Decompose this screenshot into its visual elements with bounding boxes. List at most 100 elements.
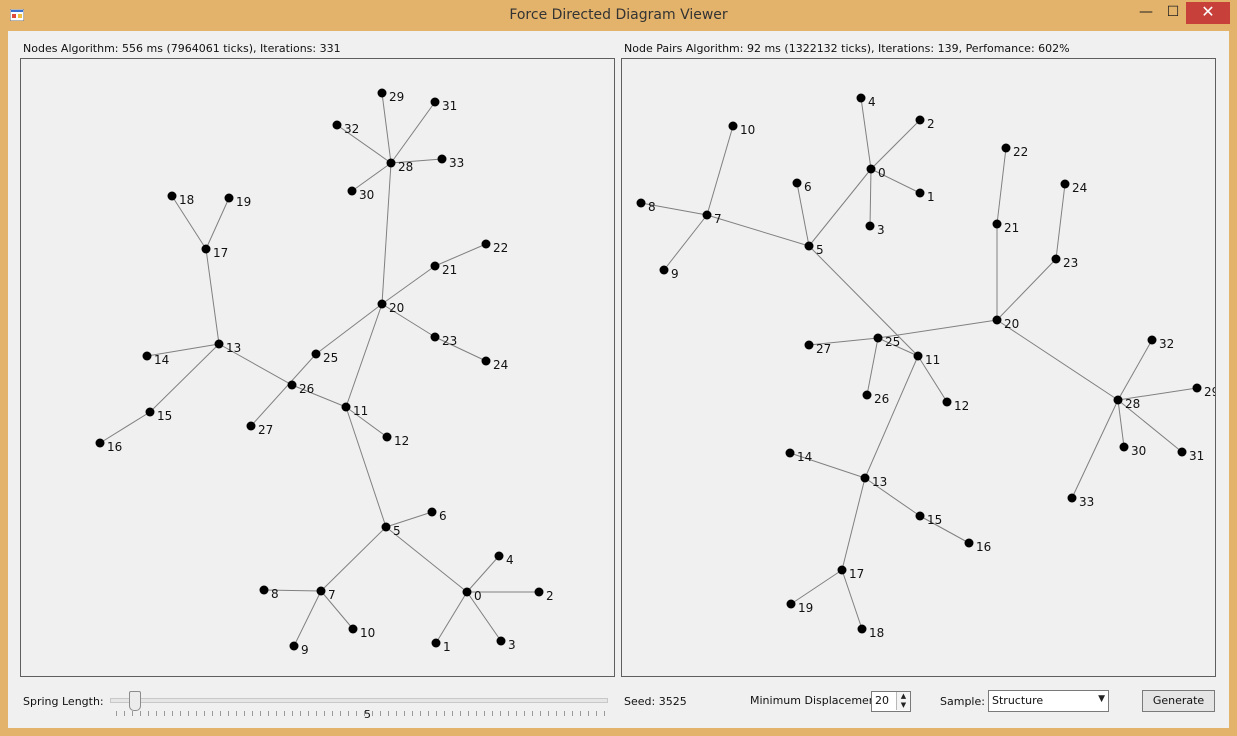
right-node-10: [728, 121, 738, 131]
right-edge-5-6: [796, 182, 810, 247]
close-button[interactable]: ✕: [1186, 2, 1230, 24]
right-node-16: [964, 538, 974, 548]
left-node-label-20: 20: [389, 301, 404, 315]
right-node-11: [913, 351, 923, 361]
min-displacement-stepper[interactable]: 20 ▲ ▼: [871, 691, 911, 712]
left-node-label-13: 13: [226, 341, 241, 355]
right-node-21: [992, 219, 1002, 229]
left-node-3: [496, 636, 506, 646]
sample-select[interactable]: Structure ▼: [988, 690, 1109, 712]
left-node-12: [382, 432, 392, 442]
left-node-21: [430, 261, 440, 271]
right-node-label-25: 25: [885, 335, 900, 349]
left-edge-7-8: [263, 589, 322, 592]
right-edge-25-27: [808, 337, 879, 346]
right-graph-canvas: 4210220624187213523920252711322926281230…: [636, 93, 1215, 640]
title-bar[interactable]: Force Directed Diagram Viewer — ☐ ✕: [0, 0, 1237, 31]
right-edge-21-22: [996, 147, 1007, 225]
left-edge-5-7: [320, 526, 387, 592]
left-node-label-19: 19: [236, 195, 251, 209]
right-node-label-8: 8: [648, 200, 656, 214]
right-node-label-1: 1: [927, 190, 935, 204]
right-edge-11-12: [917, 355, 948, 403]
chevron-down-icon[interactable]: ▼: [1098, 694, 1105, 704]
right-node-label-22: 22: [1013, 145, 1028, 159]
left-edge-0-1: [435, 591, 468, 644]
stepper-down-icon[interactable]: ▼: [896, 701, 910, 710]
left-edge-13-26: [218, 343, 293, 386]
right-node-label-16: 16: [976, 540, 991, 554]
right-node-23: [1051, 254, 1061, 264]
left-node-28: [386, 158, 396, 168]
right-node-label-27: 27: [816, 342, 831, 356]
left-edge-7-10: [320, 590, 354, 630]
left-edge-11-12: [345, 406, 388, 438]
left-node-31: [430, 97, 440, 107]
left-node-label-10: 10: [360, 626, 375, 640]
left-node-label-33: 33: [449, 156, 464, 170]
right-node-24: [1060, 179, 1070, 189]
maximize-button[interactable]: ☐: [1166, 4, 1180, 20]
right-edge-17-19: [790, 569, 843, 605]
left-edge-15-16: [99, 411, 151, 444]
right-node-6: [792, 178, 802, 188]
left-node-label-14: 14: [154, 353, 169, 367]
left-node-23: [430, 332, 440, 342]
right-node-3: [865, 221, 875, 231]
left-node-13: [214, 339, 224, 349]
right-edge-11-25: [877, 337, 919, 357]
left-node-8: [259, 585, 269, 595]
generate-button[interactable]: Generate: [1142, 690, 1215, 712]
right-edge-0-2: [870, 119, 921, 170]
right-edge-20-28: [996, 319, 1119, 401]
right-edge-28-33: [1071, 399, 1119, 499]
left-edge-0-4: [466, 555, 500, 593]
left-node-20: [377, 299, 387, 309]
right-node-label-24: 24: [1072, 181, 1087, 195]
left-node-30: [347, 186, 357, 196]
left-node-33: [437, 154, 447, 164]
right-edge-28-32: [1117, 339, 1153, 401]
right-node-label-33: 33: [1079, 495, 1094, 509]
right-edge-28-30: [1117, 399, 1125, 448]
left-node-6: [427, 507, 437, 517]
right-node-13: [860, 473, 870, 483]
right-node-17: [837, 565, 847, 575]
left-node-label-26: 26: [299, 382, 314, 396]
left-edge-20-23: [381, 303, 436, 338]
min-displacement-value[interactable]: 20: [875, 694, 889, 707]
left-node-0: [462, 587, 472, 597]
right-edge-13-14: [789, 452, 866, 479]
left-edge-28-32: [336, 124, 392, 164]
right-node-2: [915, 115, 925, 125]
left-node-label-28: 28: [398, 160, 413, 174]
right-node-label-26: 26: [874, 392, 889, 406]
minimize-button[interactable]: —: [1139, 4, 1153, 20]
right-node-label-19: 19: [798, 601, 813, 615]
spring-length-slider-track[interactable]: [110, 698, 608, 703]
left-node-label-4: 4: [506, 553, 514, 567]
left-node-label-17: 17: [213, 246, 228, 260]
left-node-label-27: 27: [258, 423, 273, 437]
spring-length-value: 5: [364, 708, 371, 721]
left-node-29: [377, 88, 387, 98]
left-edge-17-19: [205, 197, 230, 250]
left-edge-28-29: [381, 92, 392, 164]
right-node-31: [1177, 447, 1187, 457]
left-node-32: [332, 120, 342, 130]
spring-length-slider-thumb[interactable]: [129, 691, 141, 711]
left-edge-28-31: [390, 101, 436, 164]
left-node-label-3: 3: [508, 638, 516, 652]
right-node-label-17: 17: [849, 567, 864, 581]
right-edge-7-9: [663, 214, 708, 271]
right-node-label-28: 28: [1125, 397, 1140, 411]
left-node-label-1: 1: [443, 640, 451, 654]
client-area: Nodes Algorithm: 556 ms (7964061 ticks),…: [8, 31, 1229, 728]
right-edge-28-29: [1117, 387, 1198, 401]
left-node-22: [481, 239, 491, 249]
right-node-label-30: 30: [1131, 444, 1146, 458]
slider-ticks: [116, 711, 606, 716]
left-node-11: [341, 402, 351, 412]
